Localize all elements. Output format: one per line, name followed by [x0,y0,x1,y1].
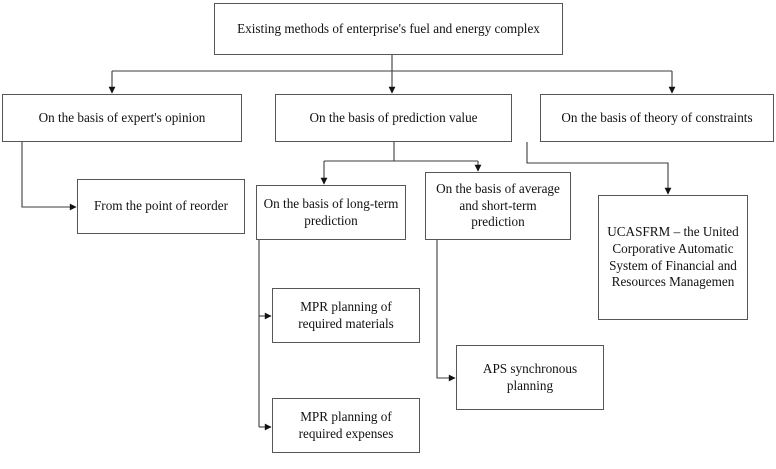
node-root-label: Existing methods of enterprise's fuel an… [237,20,540,36]
node-point-of-reorder-label: From the point of reorder [93,198,229,214]
node-aps-planning-label: APS synchronous planning [482,360,578,393]
node-theory-of-constraints: On the basis of theory of constraints [540,94,774,142]
node-expert-opinion: On the basis of expert's opinion [2,94,242,142]
node-theory-of-constraints-label: On the basis of theory of constraints [561,109,753,125]
node-mpr-materials: MPR planning of required materials [272,288,420,343]
node-ucasfrm: UCASFRM – the United Corporative Automat… [598,195,748,320]
node-prediction-value: On the basis of prediction value [275,94,512,142]
node-mpr-expenses: MPR planning of required expenses [272,398,420,453]
node-point-of-reorder: From the point of reorder [77,179,245,234]
edge-short-term-to-aps [436,240,456,382]
node-aps-planning: APS synchronous planning [456,345,604,410]
node-ucasfrm-label: UCASFRM – the United Corporative Automat… [607,223,739,290]
node-root: Existing methods of enterprise's fuel an… [214,3,563,55]
node-long-term-prediction: On the basis of long-term prediction [256,185,406,240]
node-short-term-prediction-label: On the basis of average and short-term p… [436,180,560,230]
node-long-term-prediction-label: On the basis of long-term prediction [263,195,399,228]
node-prediction-value-label: On the basis of prediction value [309,109,478,125]
node-short-term-prediction: On the basis of average and short-term p… [425,172,571,240]
node-mpr-materials-label: MPR planning of required materials [298,298,394,331]
node-mpr-expenses-label: MPR planning of required expenses [298,408,394,441]
node-expert-opinion-label: On the basis of expert's opinion [38,109,206,125]
edge-expert-to-reorder [21,142,77,211]
